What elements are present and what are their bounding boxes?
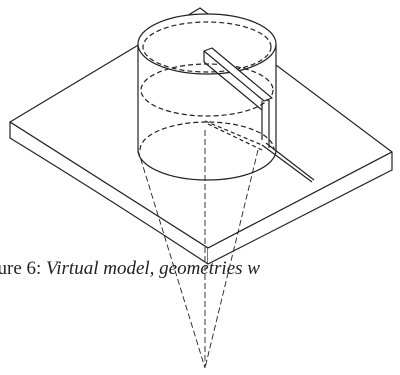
cone-left-line	[137, 149, 206, 369]
probe-hidden-edge	[204, 120, 263, 146]
cylinder-top-rim	[137, 13, 277, 75]
probe-top	[203, 47, 273, 102]
cylinder-inner-rim	[142, 21, 272, 73]
cone-right-line	[204, 149, 259, 369]
slab-right-face	[207, 151, 393, 265]
cylinder	[137, 13, 277, 181]
cylinder-bottom-hidden	[139, 121, 275, 151]
probe-rod	[261, 144, 313, 183]
probe-arm	[203, 47, 315, 183]
projection-cone	[137, 130, 259, 369]
